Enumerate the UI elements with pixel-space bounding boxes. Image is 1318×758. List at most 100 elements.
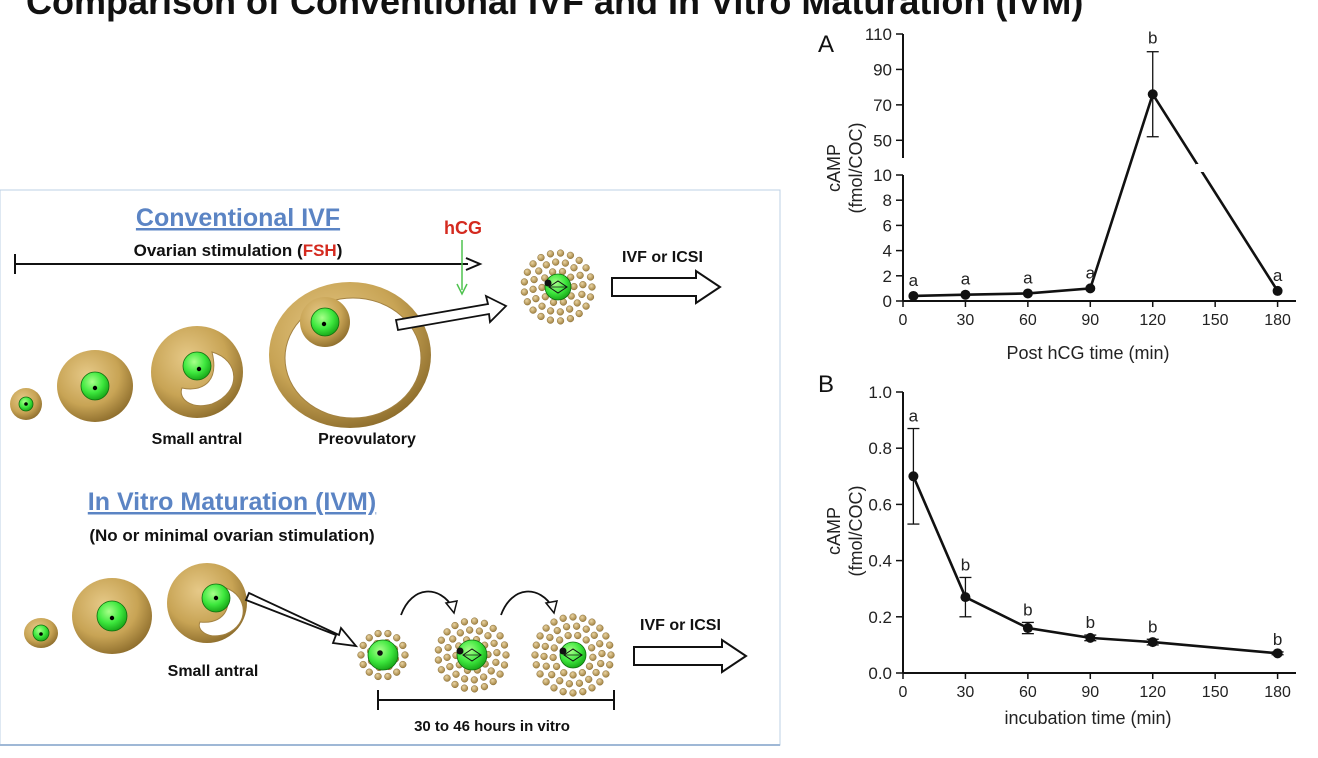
cumulus-cell xyxy=(529,260,537,268)
y-tick-label: 1.0 xyxy=(868,383,892,402)
data-point xyxy=(960,592,971,603)
cumulus-cell xyxy=(502,651,510,659)
cumulus-cell xyxy=(480,619,489,627)
data-point xyxy=(1147,89,1158,100)
x-tick-label: 120 xyxy=(1139,312,1166,329)
x-tick-label: 0 xyxy=(899,312,908,329)
cumulus-cell xyxy=(556,636,564,644)
cumulus-cell xyxy=(489,677,497,686)
preantral-follicle xyxy=(57,350,133,422)
cumulus-cell xyxy=(606,661,614,669)
cumulus-cell xyxy=(443,653,451,661)
cumulus-cell xyxy=(579,688,587,696)
significance-letter: b xyxy=(1148,29,1157,48)
cumulus-cell xyxy=(546,633,554,642)
cumulus-cell xyxy=(443,628,451,636)
cumulus-cell xyxy=(579,614,587,622)
cumulus-cell xyxy=(565,680,573,688)
y-tick-label: 10 xyxy=(873,166,892,185)
y-tick-label: 0.0 xyxy=(868,664,892,683)
data-point xyxy=(960,289,971,300)
cumulus-cell xyxy=(538,302,546,310)
cumulus-cell xyxy=(579,281,587,289)
cumulus-cell xyxy=(602,632,610,640)
y-tick-label: 6 xyxy=(883,216,892,235)
cumulus-cell xyxy=(384,672,392,681)
x-tick-label: 0 xyxy=(899,684,908,701)
cumulus-cell xyxy=(570,264,578,272)
data-point xyxy=(1085,632,1096,643)
oocyte xyxy=(367,639,399,671)
significance-letter: b xyxy=(1086,613,1095,632)
ivf-arrow-ivm xyxy=(633,638,748,674)
axis-break-gap xyxy=(1040,165,1060,170)
cumulus-cell xyxy=(487,667,495,675)
y-tick-label: 0.8 xyxy=(868,439,892,458)
cumulus-cell xyxy=(456,629,464,637)
ivf-arrow-conventional xyxy=(611,269,722,305)
cumulus-cell xyxy=(559,688,567,696)
cumulus-cell xyxy=(535,267,543,275)
cumulus-cell xyxy=(542,261,550,269)
significance-letter: b xyxy=(1273,630,1282,649)
ivm-title: In Vitro Maturation (IVM) xyxy=(88,488,376,516)
cumulus-cell xyxy=(570,282,578,291)
cumulus-cell xyxy=(520,288,528,296)
cumulus-cell xyxy=(536,632,544,640)
hcg-arrow xyxy=(456,240,468,296)
cumulus-cell xyxy=(556,677,564,685)
polar-body xyxy=(456,647,464,655)
ivf-icsi-label-ivm: IVF or ICSI xyxy=(640,617,721,634)
ivm-small-antral-follicle xyxy=(167,563,247,643)
cumulus-cell xyxy=(446,663,454,671)
cumulus-cell xyxy=(566,251,575,259)
cumulus-cell xyxy=(567,273,575,281)
cumulus-cell xyxy=(480,673,488,681)
cumulus-cell xyxy=(399,641,407,650)
y-tick-label: 70 xyxy=(873,96,892,115)
fsh-label: FSH xyxy=(303,241,337,260)
data-point xyxy=(1085,283,1096,294)
stimulation-prefix: Ovarian stimulation ( xyxy=(134,241,303,260)
y-tick-label: 50 xyxy=(873,131,892,150)
cumulus-cell xyxy=(357,651,365,659)
cumulus-cell xyxy=(490,639,498,647)
significance-letter: b xyxy=(1023,600,1032,619)
y-tick-label: 90 xyxy=(873,60,892,79)
data-point xyxy=(908,471,919,482)
significance-letter: b xyxy=(961,555,970,574)
cumulus-cell xyxy=(588,644,596,652)
chart-a: A cAMP (fmol/COC) Post hCG time (min) 02… xyxy=(818,25,1296,363)
y-tick-label: 0.6 xyxy=(868,495,892,514)
preovulatory-follicle xyxy=(269,282,431,428)
cumulus-cell xyxy=(437,636,445,644)
cumulus-cell xyxy=(475,627,483,635)
ivm-retrieval-arrow xyxy=(244,591,359,648)
cumulus-cell xyxy=(573,299,581,307)
x-tick-label: 120 xyxy=(1139,684,1166,701)
y-tick-label: 0.4 xyxy=(868,552,892,571)
cumulus-cell xyxy=(492,658,500,666)
cumulus-cell xyxy=(589,653,597,661)
y-tick-label: 4 xyxy=(883,242,892,261)
y-tick-label: 110 xyxy=(865,25,892,44)
chart-b: B cAMP (fmol/COC) incubation time (min) … xyxy=(818,371,1296,728)
cumulus-cell xyxy=(523,298,531,306)
cumulus-cell xyxy=(564,632,572,640)
cumulus-cell xyxy=(520,278,528,286)
cumulus-cell xyxy=(566,305,574,313)
cumulus-cell xyxy=(532,641,540,649)
cumulus-cell xyxy=(556,249,565,257)
cumulus-cell xyxy=(585,662,594,670)
x-tick-label: 90 xyxy=(1081,312,1099,329)
cumulus-cell xyxy=(541,642,549,651)
preovulatory-label: Preovulatory xyxy=(318,431,416,448)
cumulus-cell xyxy=(452,670,460,678)
cumulus-cell xyxy=(470,676,478,684)
x-tick-label: 180 xyxy=(1264,312,1291,329)
cumulus-cell xyxy=(384,629,392,638)
cumulus-cell xyxy=(460,684,469,692)
cumulus-cell xyxy=(461,675,469,683)
cumulus-cell xyxy=(582,264,590,272)
y-tick-label: 8 xyxy=(883,191,892,210)
